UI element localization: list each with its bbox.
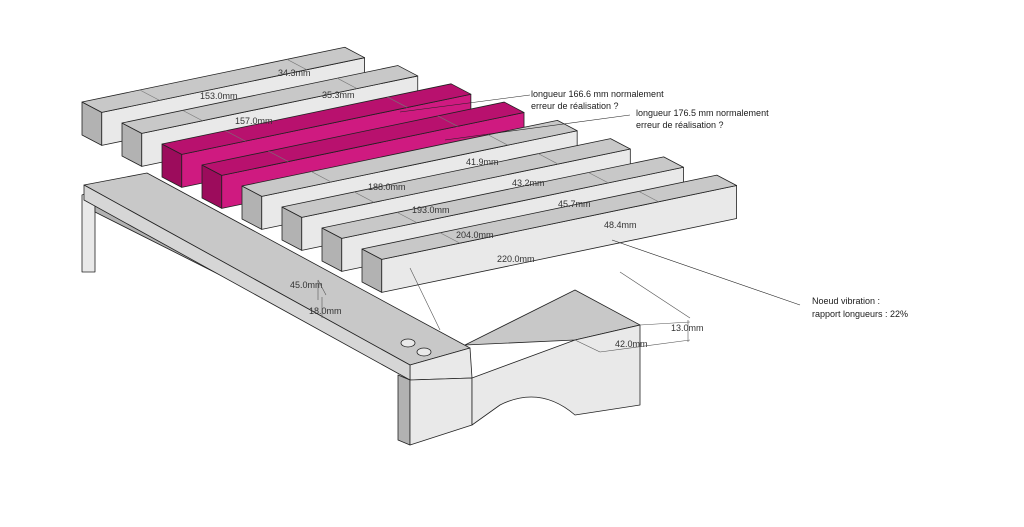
frame-height-label: 13.0mm <box>671 323 704 333</box>
note2-line1: longueur 176.5 mm normalement <box>636 108 769 118</box>
bar-7-width-label: 45.7mm <box>558 199 591 209</box>
screw-hole-1 <box>400 338 416 348</box>
note1-line2: erreur de réalisation ? <box>531 101 619 111</box>
bar-7-node-line-1 <box>397 212 418 224</box>
bar-6-node-line-1 <box>354 191 375 203</box>
bar-2-length-label: 157.0mm <box>235 116 273 126</box>
dimension-labels: 153.0mm 34.3mm 157.0mm 35.3mm 41.9mm 188… <box>200 68 704 349</box>
cross-support-front <box>471 324 641 426</box>
bar-8-top <box>361 174 737 260</box>
bar-1-length-label: 153.0mm <box>200 91 238 101</box>
base-frame <box>81 172 641 446</box>
bar-6-node-line-2 <box>538 153 559 165</box>
bar-5-length-label: 188.0mm <box>368 182 406 192</box>
node-note-line1: Noeud vibration : <box>812 296 880 306</box>
bar-8-node-line-2 <box>638 191 659 203</box>
dimension-lines <box>317 267 691 353</box>
bar-2-node-line-2 <box>337 77 358 89</box>
front-leg-face <box>409 377 473 446</box>
node-leader <box>611 239 801 306</box>
bar-1-width-label: 34.3mm <box>278 68 311 78</box>
bar-5-node-line-1 <box>311 171 332 183</box>
annotations: longueur 166.6 mm normalement erreur de … <box>531 89 908 319</box>
bar-5-node-line-2 <box>487 134 508 146</box>
bar-7-node-line-2 <box>588 172 609 184</box>
bar-stack <box>81 46 737 293</box>
bar-2-node-line-1 <box>182 110 203 122</box>
front-leg <box>397 374 411 446</box>
bar-3-node-line-1 <box>225 130 246 142</box>
bar-1-top <box>81 46 365 113</box>
bar-6-width-label: 43.2mm <box>512 178 545 188</box>
bar-2-top <box>121 65 419 134</box>
bar-8-node-line-1 <box>439 232 460 244</box>
bar-height-label: 45.0mm <box>290 280 323 290</box>
bar-1-node-line-2 <box>286 59 307 70</box>
bar-6-length-label: 193.0mm <box>412 205 450 215</box>
bar-1-node-line-1 <box>139 89 160 101</box>
note1-leader <box>399 94 531 113</box>
bar-6-top <box>281 138 631 218</box>
bar-7-length-label: 204.0mm <box>456 230 494 240</box>
bar-8-length-label: 220.0mm <box>497 254 535 264</box>
node-note-line2: rapport longueurs : 22% <box>812 309 908 319</box>
bar-3-top <box>161 83 472 155</box>
note2-leader <box>444 114 631 141</box>
bar-4-node-line-2 <box>437 115 458 127</box>
bar-5-top <box>241 119 578 197</box>
bar-8-width-label: 48.4mm <box>604 220 637 230</box>
note2-line2: erreur de réalisation ? <box>636 120 724 130</box>
bar-4-top <box>201 101 525 176</box>
note1-line1: longueur 166.6 mm normalement <box>531 89 664 99</box>
screw-hole-2 <box>416 347 432 357</box>
bar-4-node-line-1 <box>268 150 289 162</box>
frame-width-label: 42.0mm <box>615 339 648 349</box>
bar-5-width-label: 41.9mm <box>466 157 499 167</box>
support-height-label: 18.0mm <box>309 306 342 316</box>
bar-7-top <box>321 156 684 239</box>
annotation-leaders <box>399 94 801 306</box>
bar-3-node-line-2 <box>387 96 408 108</box>
bar-2-width-label: 35.3mm <box>322 90 355 100</box>
